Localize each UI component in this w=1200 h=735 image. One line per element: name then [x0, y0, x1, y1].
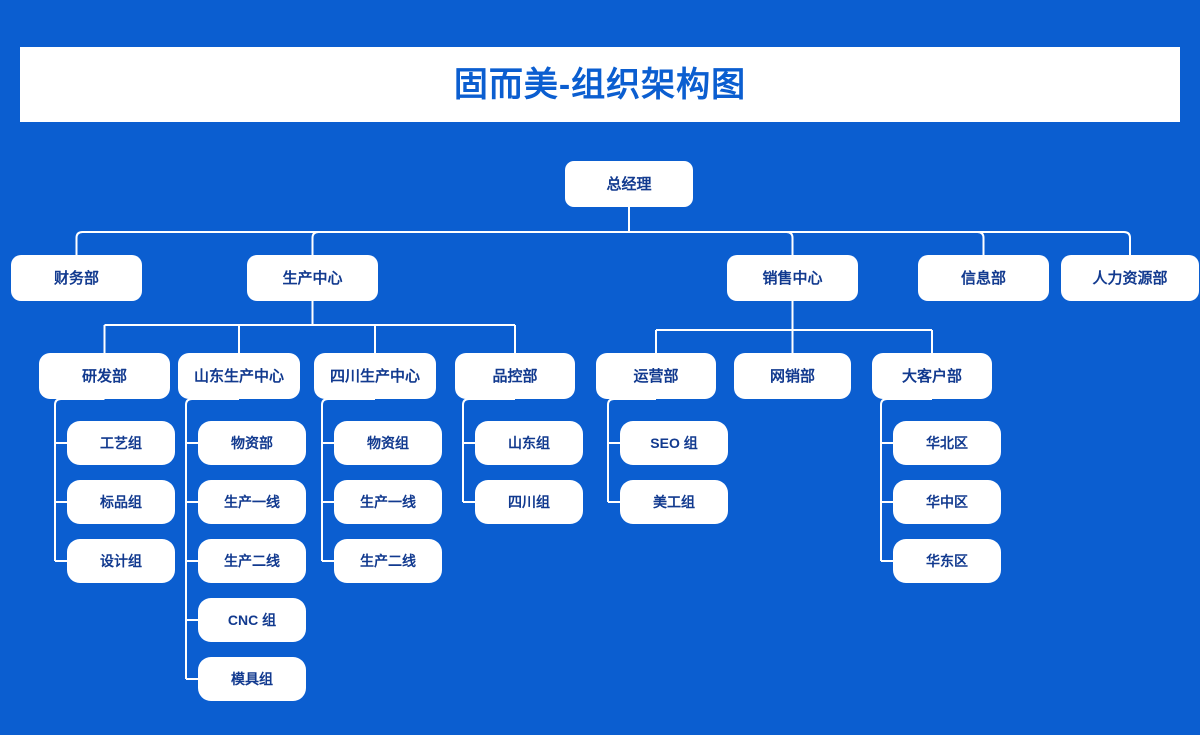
node-1-1-生产中心[interactable]: 生产中心 — [247, 255, 378, 301]
node-2-0-研发部[interactable]: 研发部 — [39, 353, 170, 399]
node-3-4-生产一线[interactable]: 生产一线 — [198, 480, 306, 524]
node-3-7-模具组[interactable]: 模具组 — [198, 657, 306, 701]
node-1-2-销售中心[interactable]: 销售中心 — [727, 255, 858, 301]
node-3-17-华东区[interactable]: 华东区 — [893, 539, 1001, 583]
node-label: 品控部 — [492, 367, 538, 385]
node-2-5-网销部[interactable]: 网销部 — [734, 353, 851, 399]
root-branch — [629, 231, 1131, 255]
node-2-3-品控部[interactable]: 品控部 — [455, 353, 575, 399]
node-label: 研发部 — [81, 367, 127, 385]
node-3-0-工艺组[interactable]: 工艺组 — [67, 421, 175, 465]
node-3-1-标品组[interactable]: 标品组 — [67, 480, 175, 524]
node-label: 标品组 — [100, 494, 142, 510]
node-label: CNC 组 — [227, 612, 277, 628]
node-1-4-人力资源部[interactable]: 人力资源部 — [1061, 255, 1199, 301]
node-label: 四川组 — [508, 494, 550, 510]
page-title: 固而美-组织架构图 — [453, 65, 747, 104]
node-label: 生产二线 — [360, 553, 416, 569]
node-3-15-华北区[interactable]: 华北区 — [893, 421, 1001, 465]
node-2-1-山东生产中心[interactable]: 山东生产中心 — [178, 353, 300, 399]
node-3-10-生产二线[interactable]: 生产二线 — [334, 539, 442, 583]
node-1-0-财务部[interactable]: 财务部 — [11, 255, 142, 301]
node-label: 华东区 — [926, 553, 968, 569]
node-label: 销售中心 — [762, 269, 823, 287]
node-label: 人力资源部 — [1092, 269, 1168, 287]
node-label: 运营部 — [633, 367, 679, 385]
root-branch — [629, 231, 794, 255]
node-2-2-四川生产中心[interactable]: 四川生产中心 — [314, 353, 436, 399]
node-3-9-生产一线[interactable]: 生产一线 — [334, 480, 442, 524]
node-label: 生产二线 — [224, 553, 280, 569]
node-label: 华北区 — [926, 435, 968, 451]
node-label: 工艺组 — [100, 435, 142, 451]
node-1-3-信息部[interactable]: 信息部 — [918, 255, 1049, 301]
title-banner: 固而美-组织架构图 — [20, 47, 1180, 122]
node-label: 华中区 — [926, 494, 968, 510]
node-3-3-物资部[interactable]: 物资部 — [198, 421, 306, 465]
node-label: 四川生产中心 — [329, 367, 420, 385]
node-label: 山东生产中心 — [193, 367, 284, 385]
node-3-5-生产二线[interactable]: 生产二线 — [198, 539, 306, 583]
node-2-6-大客户部[interactable]: 大客户部 — [872, 353, 992, 399]
node-3-14-美工组[interactable]: 美工组 — [620, 480, 728, 524]
node-label: SEO 组 — [650, 435, 698, 451]
node-label: 物资组 — [367, 435, 409, 451]
root-branch — [311, 231, 629, 255]
node-label: 物资部 — [231, 435, 273, 451]
node-label: 总经理 — [606, 175, 652, 193]
node-3-11-山东组[interactable]: 山东组 — [475, 421, 583, 465]
node-label: 财务部 — [53, 269, 99, 287]
node-3-8-物资组[interactable]: 物资组 — [334, 421, 442, 465]
root-branch — [629, 231, 985, 255]
node-label: 生产一线 — [360, 494, 416, 510]
node-label: 生产一线 — [224, 494, 280, 510]
node-label: 网销部 — [769, 367, 815, 385]
node-label: 设计组 — [100, 553, 142, 569]
node-3-6-CNC-组[interactable]: CNC 组 — [198, 598, 306, 642]
node-0-0-总经理[interactable]: 总经理 — [565, 161, 693, 207]
node-2-4-运营部[interactable]: 运营部 — [596, 353, 716, 399]
node-3-13-SEO-组[interactable]: SEO 组 — [620, 421, 728, 465]
node-label: 生产中心 — [282, 269, 343, 287]
node-label: 山东组 — [508, 435, 550, 451]
node-3-16-华中区[interactable]: 华中区 — [893, 480, 1001, 524]
node-3-2-设计组[interactable]: 设计组 — [67, 539, 175, 583]
node-label: 美工组 — [653, 494, 695, 510]
node-label: 信息部 — [960, 269, 1006, 287]
node-3-12-四川组[interactable]: 四川组 — [475, 480, 583, 524]
root-branch — [75, 231, 629, 255]
node-label: 大客户部 — [901, 367, 962, 385]
node-label: 模具组 — [231, 671, 273, 687]
